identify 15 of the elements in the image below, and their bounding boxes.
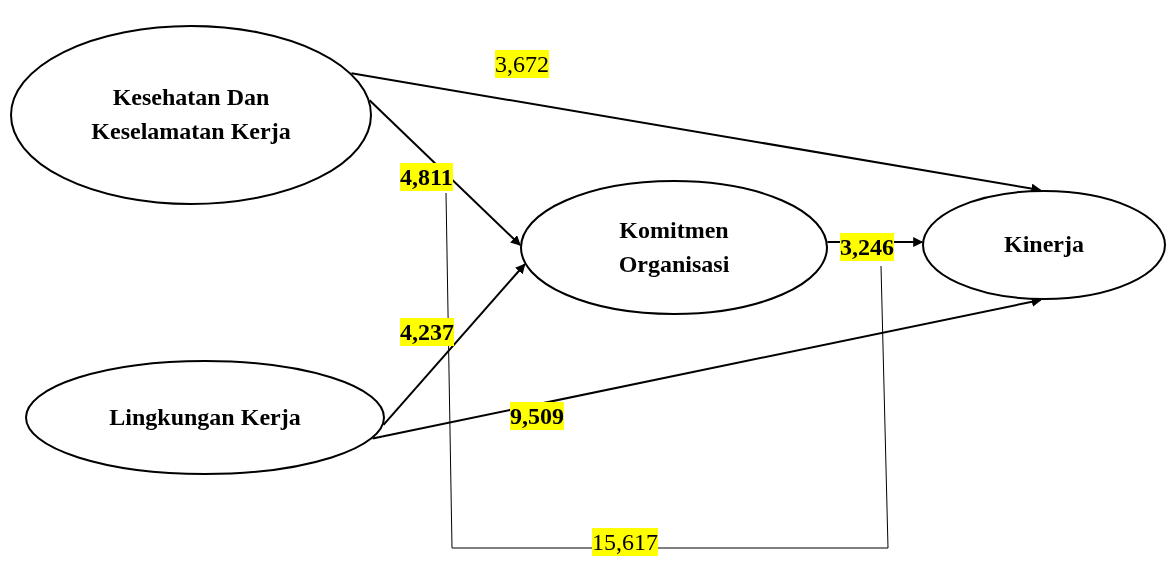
ellipse-node [10, 25, 372, 205]
ellipse-node [25, 360, 385, 475]
edge-label: 4,237 [400, 318, 454, 346]
node-label: Lingkungan Kerja [109, 402, 301, 432]
ellipse-node [520, 180, 828, 315]
ellipse-node [922, 190, 1166, 300]
bracket-label: 15,617 [592, 528, 658, 556]
node-label: Kesehatan Dan Keselamatan Kerja [90, 83, 292, 146]
node-label: Kinerja [1004, 230, 1084, 260]
node-label: Komitmen Organisasi [617, 215, 731, 279]
arrow [382, 263, 526, 426]
edge-label: 3,672 [495, 50, 549, 78]
edge-label: 4,811 [400, 163, 453, 191]
arrow [368, 99, 522, 247]
edge-label: 9,509 [510, 402, 564, 430]
